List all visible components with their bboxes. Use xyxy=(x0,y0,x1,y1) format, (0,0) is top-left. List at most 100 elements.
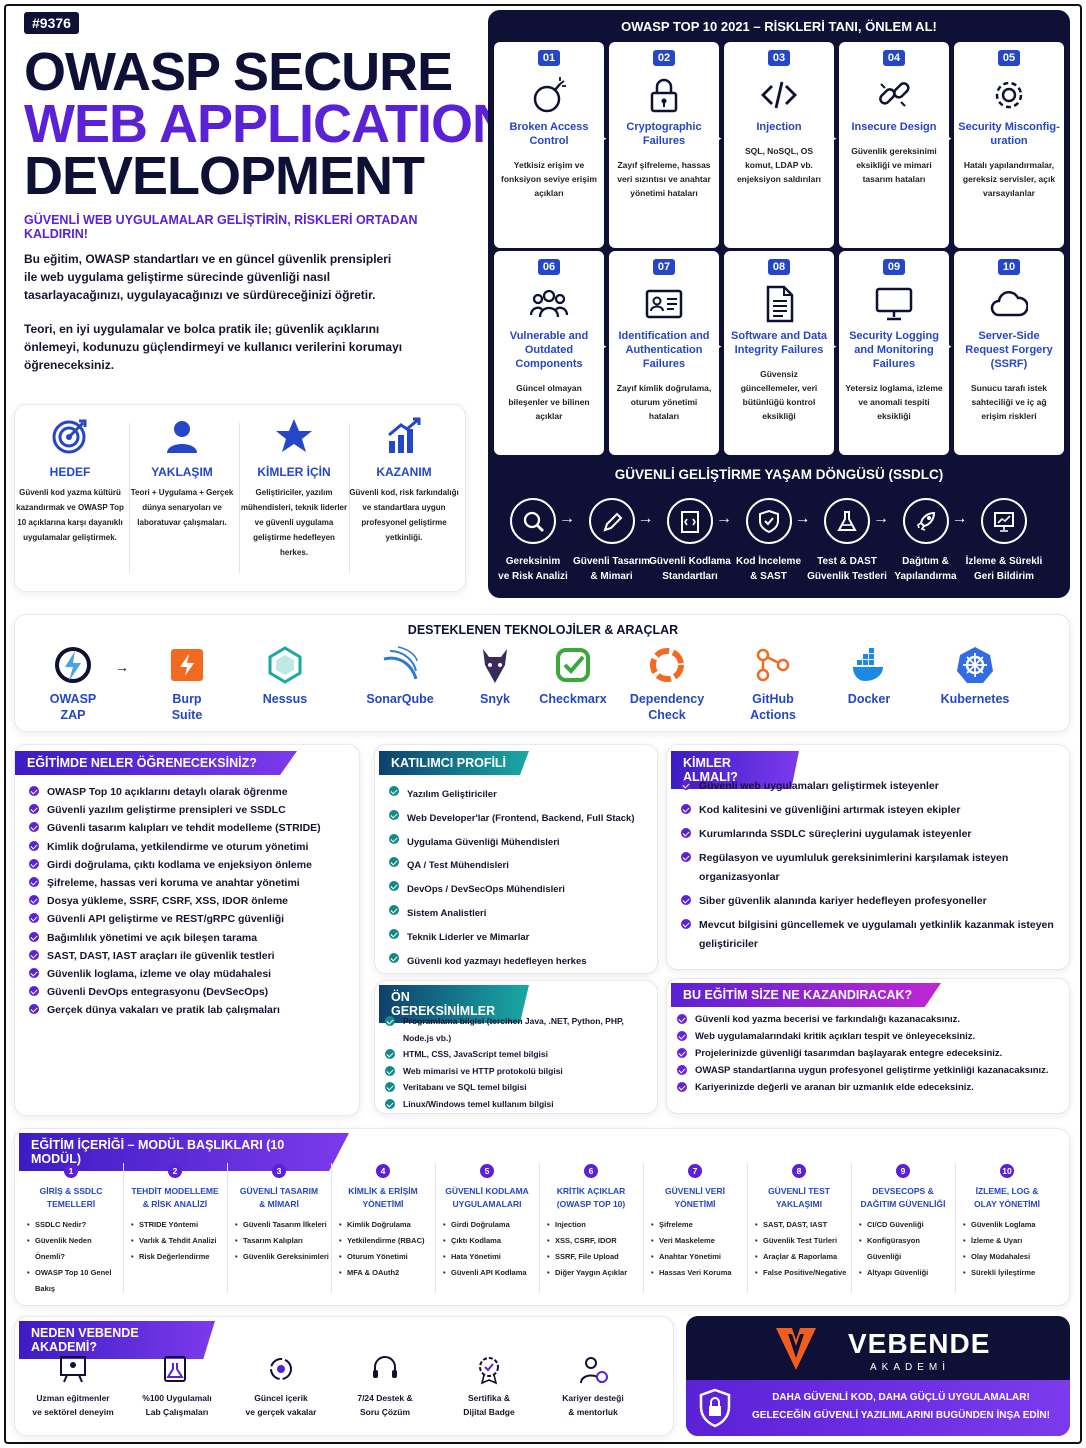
rocket-icon xyxy=(902,498,949,544)
module-topics: CI/CD GüvenliğiKonfigürasyon GüvenliğiAl… xyxy=(853,1217,953,1281)
owasp-desc: Zayıf şifreleme, hassas veri sızıntısı v… xyxy=(617,160,711,198)
intro-paragraph-1: Bu eğitim, OWASP standartları ve en günc… xyxy=(24,252,392,302)
module-topic: Olay Müdahalesi xyxy=(963,1249,1057,1265)
module-topic: CI/CD Güvenliği xyxy=(859,1217,953,1233)
learn-item: Girdi doğrulama, çıktı kodlama ve enjeks… xyxy=(25,856,355,874)
who-item: Siber güvenlik alanında kariyer hedefley… xyxy=(677,892,1057,911)
pencil-icon xyxy=(588,498,635,544)
owasp-number: 10 xyxy=(954,251,1064,275)
brand-name: VEBENDE xyxy=(848,1328,991,1359)
module-number: 6 xyxy=(584,1164,598,1178)
ssdlc-label-2: Yapılandırma xyxy=(894,571,957,582)
learn-item: Kimlik doğrulama, yetkilendirme ve oturu… xyxy=(25,838,355,856)
tech-sonarqube: SonarQube xyxy=(341,645,459,707)
module-number: 10 xyxy=(1000,1164,1014,1178)
tech-label-2: Actions xyxy=(750,708,796,722)
owasp-name: Insecure Design xyxy=(851,121,937,133)
module-topic: Hata Yönetimi xyxy=(443,1249,537,1265)
feature-desc: Geliştiriciler, yazılım mühendisleri, te… xyxy=(240,488,348,557)
module-topic: STRIDE Yöntemi xyxy=(131,1217,225,1233)
module-title-2: YAKLAŞIMI xyxy=(776,1199,822,1209)
profile-item: Yazılım Geliştiriciler xyxy=(385,783,657,807)
module-number: 3 xyxy=(272,1164,286,1178)
module-title-1: TEHDİT MODELLEME xyxy=(131,1186,219,1196)
feature-title: KİMLER İÇİN xyxy=(257,465,331,479)
module-topics: InjectionXSS, CSRF, IDORSSRF, File Uploa… xyxy=(541,1217,641,1281)
headset-icon xyxy=(333,1353,437,1385)
why-label-1: %100 Uygulamalı xyxy=(142,1393,212,1403)
profile-item: Web Developer'lar (Frontend, Backend, Fu… xyxy=(385,807,657,831)
learn-item: Güvenli tasarım kalıpları ve tehdit mode… xyxy=(25,819,355,837)
gear-icon xyxy=(954,76,1064,114)
ssdlc-label-2: ve Risk Analizi xyxy=(498,571,568,582)
learn-item: SAST, DAST, IAST araçları ile güvenlik t… xyxy=(25,947,355,965)
why-label-2: Dijital Badge xyxy=(463,1407,515,1417)
tech-checkmarx: Checkmarx xyxy=(527,645,619,707)
arrow-right-icon: ▸ xyxy=(602,341,607,351)
owasp-desc: Sunucu tarafı istek sahteciliği ve iç ağ… xyxy=(970,383,1048,421)
module-title-1: GÜVENLİ TEST xyxy=(768,1186,830,1196)
learn-list: OWASP Top 10 açıklarını detaylı olarak ö… xyxy=(25,783,355,1020)
learn-item: OWASP Top 10 açıklarını detaylı olarak ö… xyxy=(25,783,355,801)
arrow-right-icon: → xyxy=(716,510,732,527)
module-topic: SAST, DAST, IAST xyxy=(755,1217,849,1233)
brand-sub: AKADEMİ xyxy=(870,1362,951,1373)
bomb-icon xyxy=(494,76,604,114)
tech-label-1: Nessus xyxy=(262,692,308,706)
why-item-6: Kariyer desteği& mentorluk xyxy=(541,1353,645,1419)
owasp-number: 08 xyxy=(724,251,834,275)
feature-yaklasim: YAKLAŞIM Teori + Uygulama + Gerçek dünya… xyxy=(127,417,237,530)
slogan-band xyxy=(686,1380,1070,1436)
users-icon xyxy=(494,285,604,323)
ssdlc-label-2: Geri Bildirim xyxy=(973,571,1034,582)
learn-item: Güvenli yazılım geliştirme prensipleri v… xyxy=(25,801,355,819)
page-frame xyxy=(4,4,1082,1444)
module-title-1: KRİTİK AÇIKLAR xyxy=(556,1186,626,1196)
ssdlc-title: GÜVENLİ GELİŞTİRME YAŞAM DÖNGÜSÜ (SSDLC) xyxy=(614,467,944,482)
prereq-item: Web mimarisi ve HTTP protokolü bilgisi xyxy=(381,1063,653,1080)
ssdlc-label-1: Dağıtım & xyxy=(902,556,949,567)
owasp-name: Security Misconfig-uration xyxy=(958,121,1060,147)
feature-kimler-icin: KİMLER İÇİN Geliştiriciler, yazılım mühe… xyxy=(239,417,349,560)
owasp-number: 09 xyxy=(839,251,949,275)
module-title-2: (OWASP TOP 10) xyxy=(556,1199,626,1209)
certificate-icon xyxy=(437,1353,541,1385)
docker-icon xyxy=(823,645,915,685)
star-icon xyxy=(239,417,349,455)
why-title: NEDEN VEBENDE AKADEMİ? xyxy=(19,1321,215,1359)
owasp-number-badge: 10 xyxy=(997,259,1021,275)
owasp-number-badge: 04 xyxy=(882,50,906,66)
owasp-top10-panel: OWASP TOP 10 2021 – RİSKLERİ TANI, ÖNLEM… xyxy=(488,10,1070,598)
module-topic: Şifreleme xyxy=(651,1217,745,1233)
module-title-1: KİMLİK & ERİŞİM xyxy=(348,1186,418,1196)
feature-title: KAZANIM xyxy=(376,465,432,479)
module-topic: Hassas Veri Koruma xyxy=(651,1265,745,1281)
tech-label-2: ZAP xyxy=(60,708,86,722)
arrow-right-icon: → xyxy=(794,510,811,527)
arrow-right-icon: → xyxy=(873,510,889,527)
module-title-2: & MİMARİ xyxy=(259,1199,299,1209)
ssdlc-label-1: Güvenli Kodlama xyxy=(649,556,731,567)
arrow-right-icon: → xyxy=(951,510,968,527)
module-title-2: UYGULAMALARI xyxy=(452,1199,522,1209)
owasp-number-badge: 05 xyxy=(997,50,1021,66)
why-label-1: Sertifika & xyxy=(467,1393,511,1403)
ssdlc-label-2: Standartları xyxy=(662,571,718,582)
module-topic: Injection xyxy=(547,1217,641,1233)
arrow-right-icon: ▸ xyxy=(717,341,722,351)
who-item: Mevcut bilgisini güncellemek ve uygulama… xyxy=(677,916,1057,954)
prereq-list: Programlama bilgisi (tercihen Java, .NET… xyxy=(381,1013,653,1112)
ssdlc-step-4: Kod İnceleme& SAST xyxy=(728,498,810,584)
refresh-icon xyxy=(229,1353,333,1385)
learn-item: Dosya yükleme, SSRF, CSRF, XSS, IDOR önl… xyxy=(25,892,355,910)
module-topic: Yetkilendirme (RBAC) xyxy=(339,1233,433,1249)
